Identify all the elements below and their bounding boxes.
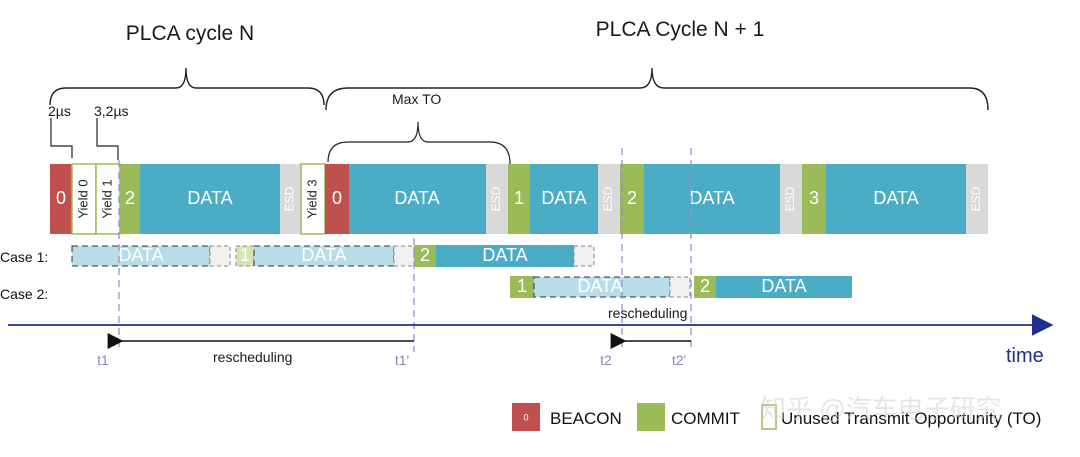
case1-data-faded-1-label: DATA: [118, 245, 163, 265]
tick-t2-prime: t2': [672, 352, 686, 368]
main-data-4: [644, 164, 780, 234]
rescheduling-label-2: rescheduling: [608, 305, 687, 321]
case-2-row: 1 DATA 2 DATA: [510, 276, 852, 298]
legend-commit-label: COMMIT: [671, 409, 740, 428]
main-beacon: [50, 164, 72, 234]
main-commit-1-label: 1: [514, 188, 524, 208]
main-commit-1: [508, 164, 530, 234]
case2-esd-faded: [669, 276, 691, 298]
case-1-row: DATA 1 DATA 2 DATA: [71, 245, 595, 267]
main-data-4-label: DATA: [689, 188, 734, 208]
case1-data-label: DATA: [482, 245, 527, 265]
legend-commit-swatch: [637, 403, 665, 431]
main-yield-1: [95, 163, 121, 235]
main-beacon-2-label: 0: [332, 188, 342, 208]
main-commit-2-label: 2: [125, 188, 135, 208]
main-commit-3-label: 3: [809, 188, 819, 208]
main-esd-1: [280, 164, 301, 234]
bracket-3-2us: [96, 118, 119, 160]
brace-max-to: [327, 121, 511, 165]
case2-commit-1-label: 1: [517, 276, 527, 296]
main-esd-4-label: ESD: [783, 186, 797, 211]
case2-commit-2-label: 2: [700, 276, 710, 296]
watermark: 知乎 @汽车电子研究: [760, 394, 1002, 424]
main-esd-3: [598, 164, 620, 234]
main-yield-3-label: Yield 3: [304, 179, 319, 218]
case1-data-faded-2-label: DATA: [301, 245, 346, 265]
case2-data-faded-label: DATA: [577, 276, 622, 296]
main-row: 0 Yield 0 Yield 1 2 DATA ESD Yield 3 0 D…: [50, 163, 988, 235]
case1-commit-2-label: 2: [420, 245, 430, 265]
legend-beacon-glyph: 0: [523, 412, 528, 422]
case1-esd-faded-2: [393, 245, 415, 267]
case2-commit-1: [510, 276, 534, 298]
case1-commit-2: [414, 245, 436, 267]
main-beacon-label: 0: [56, 188, 66, 208]
main-yield-3: [300, 163, 326, 235]
legend-unused-label: Unused Transmit Opportunity (TO): [781, 409, 1041, 428]
tick-t1-prime: t1': [395, 352, 409, 368]
main-esd-5-label: ESD: [969, 186, 983, 211]
main-yield-1-label: Yield 1: [99, 179, 114, 218]
case-2-label: Case 2:: [0, 286, 48, 302]
rescheduling-label-1: rescheduling: [213, 349, 292, 365]
time-axis-label: time: [1006, 345, 1044, 367]
main-data-1: [140, 164, 280, 234]
case-1-label: Case 1:: [0, 249, 48, 265]
main-commit-2: [120, 164, 140, 234]
legend: 0 BEACON COMMIT Unused Transmit Opportun…: [512, 403, 1041, 431]
case1-data-faded-1: [71, 245, 211, 267]
main-commit-2b: [620, 164, 644, 234]
case1-commit-faded-label: 1: [240, 245, 250, 265]
legend-unused-swatch: [761, 404, 777, 430]
main-data-1-label: DATA: [187, 188, 232, 208]
case2-data: [716, 276, 852, 298]
main-esd-2: [486, 164, 508, 234]
main-data-3-label: DATA: [541, 188, 586, 208]
main-beacon-2: [325, 164, 349, 234]
title-cycle-n1: PLCA Cycle N + 1: [596, 18, 765, 41]
main-data-3: [530, 164, 598, 234]
main-data-2-label: DATA: [394, 188, 439, 208]
tick-t2: t2: [600, 352, 612, 368]
main-esd-1-label: ESD: [283, 186, 297, 211]
main-esd-2-label: ESD: [489, 186, 503, 211]
case2-data-label: DATA: [761, 276, 806, 296]
main-commit-3: [802, 164, 826, 234]
legend-beacon-label: BEACON: [550, 409, 622, 428]
legend-beacon-swatch: [512, 403, 540, 431]
main-esd-3-label: ESD: [601, 186, 615, 211]
brace-cycle-n1: [325, 67, 989, 111]
annotation-2us: 2µs: [48, 103, 71, 119]
main-yield-0-label: Yield 0: [75, 179, 90, 218]
main-data-2: [349, 164, 486, 234]
main-data-5: [826, 164, 966, 234]
case1-data: [436, 245, 574, 267]
case2-commit-2: [694, 276, 716, 298]
case1-esd: [573, 245, 595, 267]
annotation-max-to: Max TO: [392, 91, 441, 107]
main-data-5-label: DATA: [873, 188, 918, 208]
main-commit-2b-label: 2: [627, 188, 637, 208]
case1-esd-faded-1: [209, 245, 231, 267]
title-cycle-n: PLCA cycle N: [126, 22, 254, 45]
main-esd-5: [966, 164, 988, 234]
tick-t1: t1: [97, 352, 109, 368]
main-esd-4: [780, 164, 802, 234]
brace-cycle-n: [49, 67, 325, 106]
annotation-3-2us: 3,2µs: [94, 103, 129, 119]
bracket-2us: [50, 118, 73, 158]
